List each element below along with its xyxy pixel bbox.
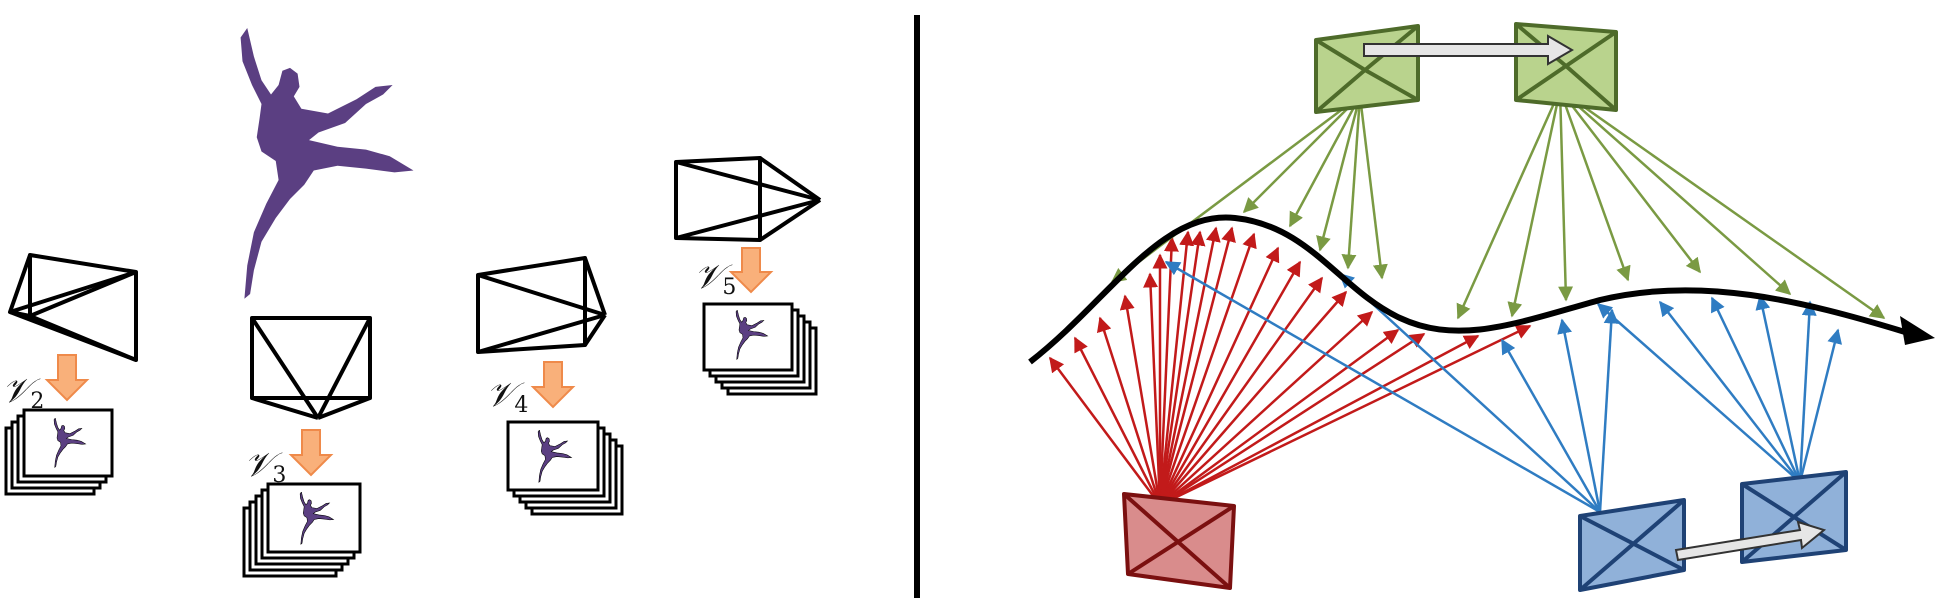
blue-ray [1659, 300, 1801, 483]
green-ray [1558, 89, 1574, 302]
green-ray [1559, 88, 1886, 320]
red-ray [1073, 336, 1162, 506]
blue-ray [1755, 294, 1802, 483]
camera-5 [674, 156, 822, 242]
camera-4-frame-stack [506, 420, 624, 516]
green-ray [1559, 89, 1701, 274]
blue-ray [1798, 300, 1817, 483]
red-ray [1158, 276, 1324, 506]
right-panel [1028, 22, 1935, 592]
blue-ray [1598, 308, 1619, 513]
camera-5-down-arrow [728, 247, 774, 294]
red-ray [1158, 232, 1257, 506]
green-camera-motion-arrow [1363, 34, 1574, 66]
red-ray [1159, 332, 1426, 507]
blue-camera-1 [1578, 498, 1686, 592]
camera-5-label: 𝒱5 [694, 257, 736, 300]
camera-2-down-arrow [44, 354, 90, 402]
camera-2-frame-stack [4, 408, 114, 496]
red-ray [1048, 356, 1162, 506]
blue-camera-2 [1740, 470, 1848, 564]
camera-4 [476, 256, 607, 354]
red-ray [1159, 328, 1400, 507]
green-ray [1507, 89, 1562, 318]
green-camera-1 [1314, 24, 1420, 114]
camera-2 [8, 253, 138, 362]
blue-ray [1557, 318, 1602, 513]
red-ray [1158, 236, 1179, 506]
blue-camera-rays [1164, 260, 1843, 514]
red-ray [1158, 230, 1195, 506]
green-ray [1456, 89, 1562, 320]
blue-ray [1710, 296, 1802, 483]
camera-4-label: 𝒱4 [486, 375, 528, 418]
blue-ray [1164, 260, 1601, 514]
green-ray [1558, 89, 1631, 282]
green-camera-2 [1514, 22, 1618, 112]
dancer-silhouette [240, 28, 414, 299]
camera-2-label: 𝒱2 [2, 371, 44, 414]
red-ray [1158, 260, 1302, 506]
green-ray [1242, 95, 1361, 214]
red-ray [1159, 334, 1480, 507]
blue-ray [1596, 303, 1801, 483]
red-camera-rays [1048, 226, 1532, 507]
camera-3-frame-stack [242, 482, 362, 578]
red-ray [1158, 246, 1280, 506]
red-ray [1159, 290, 1347, 506]
red-ray [1096, 316, 1162, 506]
red-static-camera [1122, 492, 1236, 590]
red-ray [1159, 324, 1532, 507]
red-ray [1158, 226, 1221, 506]
green-ray [1316, 95, 1362, 252]
camera-5-frame-stack [702, 302, 818, 396]
red-ray [1119, 294, 1162, 506]
green-ray [1559, 89, 1792, 295]
green-camera-rays [1110, 88, 1886, 320]
trajectory-arrowhead [1900, 316, 1935, 345]
green-ray [1341, 95, 1362, 270]
red-ray [1159, 310, 1374, 506]
camera-3-down-arrow [288, 429, 334, 477]
blue-camera-motion-arrow [1674, 520, 1827, 562]
red-ray [1158, 226, 1236, 506]
red-ray [1143, 272, 1162, 506]
green-ray [1358, 95, 1388, 280]
green-ray [1288, 95, 1362, 228]
camera-4-down-arrow [530, 361, 576, 409]
camera-3-frustum [250, 316, 372, 400]
blue-ray [1798, 328, 1843, 483]
blue-ray [1338, 272, 1601, 513]
camera-3 [250, 316, 372, 420]
camera-3-label: 𝒱3 [244, 445, 286, 488]
blue-ray [1500, 338, 1602, 513]
motion-trajectory-curve [1028, 214, 1906, 365]
left-panel: 𝒱2 𝒱3 [2, 28, 822, 578]
